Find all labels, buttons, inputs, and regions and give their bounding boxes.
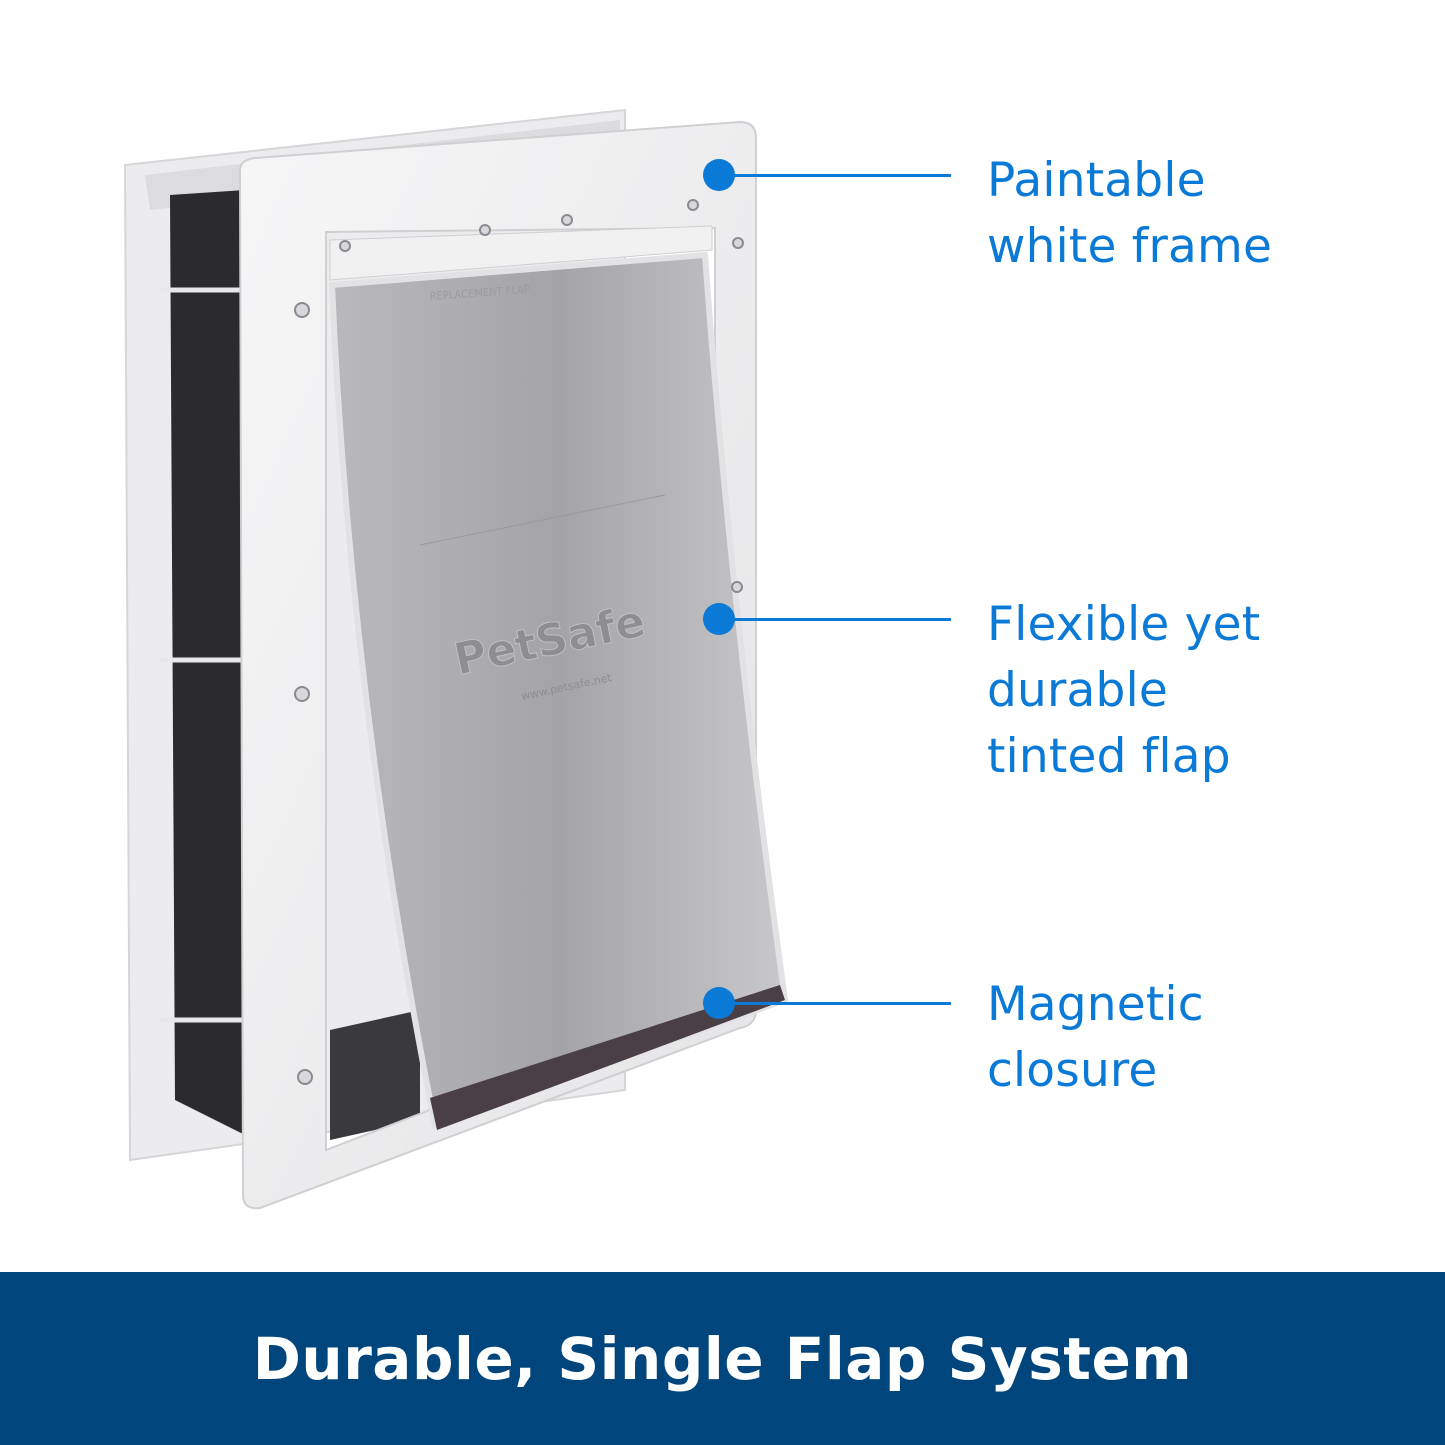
tinted-flap (328, 251, 789, 1129)
callout-line-magnetic (719, 1002, 951, 1005)
callout-frame: Paintable white frame (987, 153, 1273, 274)
callout-line-flap (719, 618, 951, 621)
pet-door-product-image: REPLACEMENT FLAP PetSafe www.petsafe.net (123, 108, 789, 1210)
callout-line-frame (719, 174, 951, 177)
callout-magnetic: Magnetic closure (987, 977, 1204, 1098)
magnetic-strip (430, 985, 785, 1130)
banner-title: Durable, Single Flap System (252, 1324, 1193, 1393)
callout-flap: Flexible yet durable tinted flap (987, 597, 1261, 784)
screws (294, 199, 744, 1085)
bottom-banner: Durable, Single Flap System (0, 1272, 1445, 1445)
